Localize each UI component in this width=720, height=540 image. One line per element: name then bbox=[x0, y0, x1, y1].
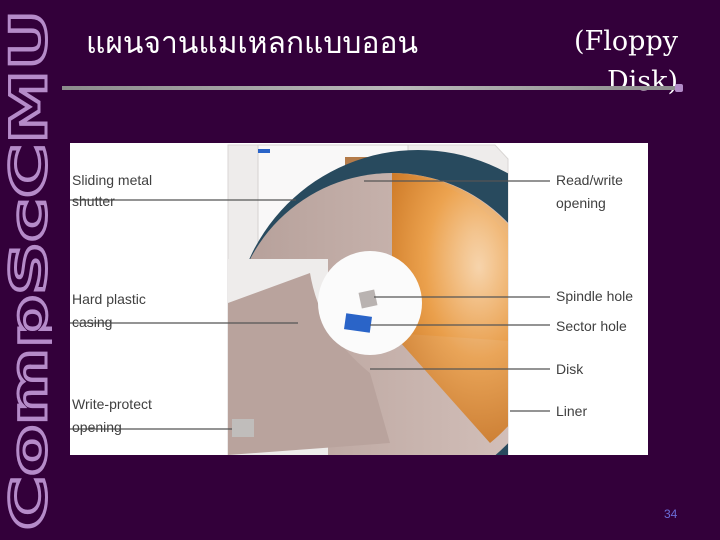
page-number: 34 bbox=[664, 507, 678, 521]
title-underline bbox=[62, 86, 678, 90]
spindle-hole bbox=[358, 289, 378, 309]
floppy-disk-diagram: Sliding metal shutter Hard plastic casin… bbox=[70, 143, 648, 455]
label-hard-casing-line2: casing bbox=[72, 314, 112, 330]
label-disk: Disk bbox=[556, 361, 584, 377]
shutter-tab bbox=[258, 149, 270, 153]
brand-text: CompScCMU bbox=[0, 10, 52, 530]
write-protect-opening bbox=[232, 419, 254, 437]
title-underline-dot bbox=[675, 84, 683, 92]
slide-title-english: (Floppy Disk) bbox=[574, 26, 678, 97]
label-spindle-hole: Spindle hole bbox=[556, 288, 633, 304]
label-write-protect-line2: opening bbox=[72, 419, 122, 435]
label-sliding-shutter-line1: Sliding metal bbox=[72, 172, 152, 188]
label-hard-casing-line1: Hard plastic bbox=[72, 291, 146, 307]
label-sector-hole: Sector hole bbox=[556, 318, 627, 334]
slide-title-thai: แผนจานแมเหลกแบบออน bbox=[86, 26, 419, 61]
label-liner: Liner bbox=[556, 403, 587, 419]
label-write-protect-line1: Write-protect bbox=[72, 396, 152, 412]
side-brand-logo: CompScCMU bbox=[0, 0, 52, 540]
label-read-write-line2: opening bbox=[556, 195, 606, 211]
sector-hole bbox=[344, 313, 372, 333]
label-sliding-shutter-line2: shutter bbox=[72, 193, 115, 209]
label-read-write-line1: Read/write bbox=[556, 172, 623, 188]
